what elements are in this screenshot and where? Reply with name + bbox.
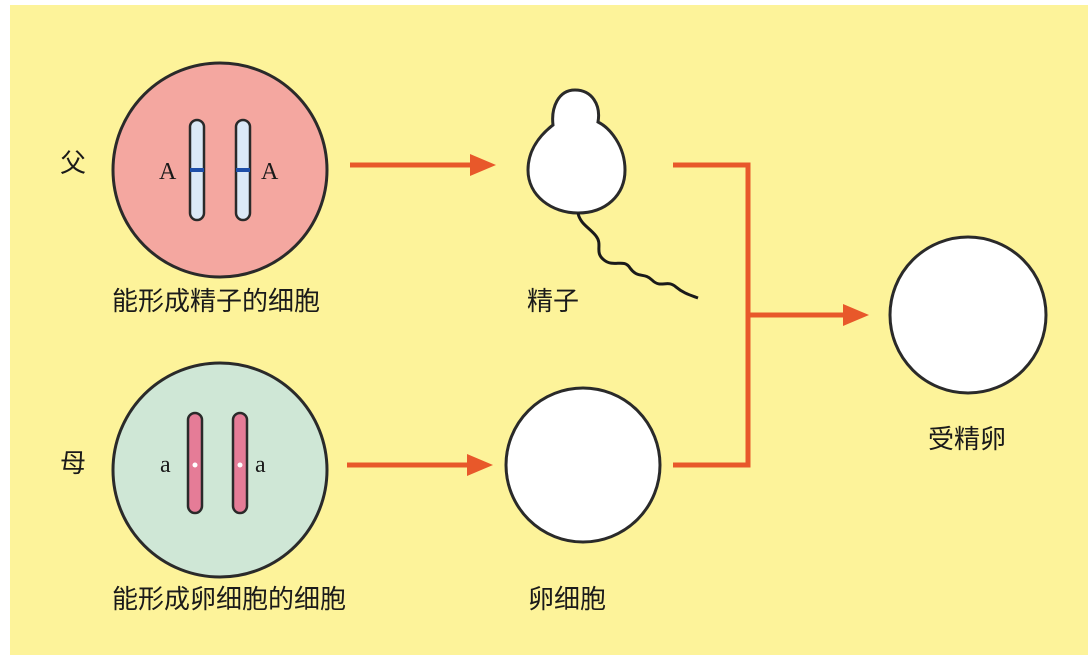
mother-centromere-left (192, 462, 198, 468)
mother-centromere-right (237, 462, 243, 468)
father-allele-right: A (261, 159, 279, 185)
fertilization-connector (673, 162, 869, 468)
egg-label: 卵细胞 (528, 585, 606, 615)
mother-allele-left: a (160, 452, 171, 478)
mother-to-egg-arrow (347, 454, 493, 476)
father-cell: A A (111, 61, 329, 279)
sperm-head (526, 88, 627, 215)
mother-label: 母 (60, 449, 86, 479)
father-cell-body (111, 61, 329, 279)
sperm-tail (576, 212, 699, 300)
father-to-sperm-arrow (350, 154, 496, 176)
zygote-cell (888, 235, 1048, 395)
egg-cell (504, 386, 662, 544)
sperm-label: 精子 (527, 287, 579, 317)
mother-cell: a a (111, 361, 329, 579)
zygote-label: 受精卵 (928, 425, 1006, 455)
father-label: 父 (60, 149, 86, 179)
mother-allele-right: a (255, 452, 266, 478)
father-allele-left: A (159, 159, 177, 185)
father-cell-label: 能形成精子的细胞 (112, 287, 320, 317)
mother-cell-body (111, 361, 329, 579)
sperm (526, 88, 699, 300)
mother-cell-label: 能形成卵细胞的细胞 (112, 585, 346, 615)
